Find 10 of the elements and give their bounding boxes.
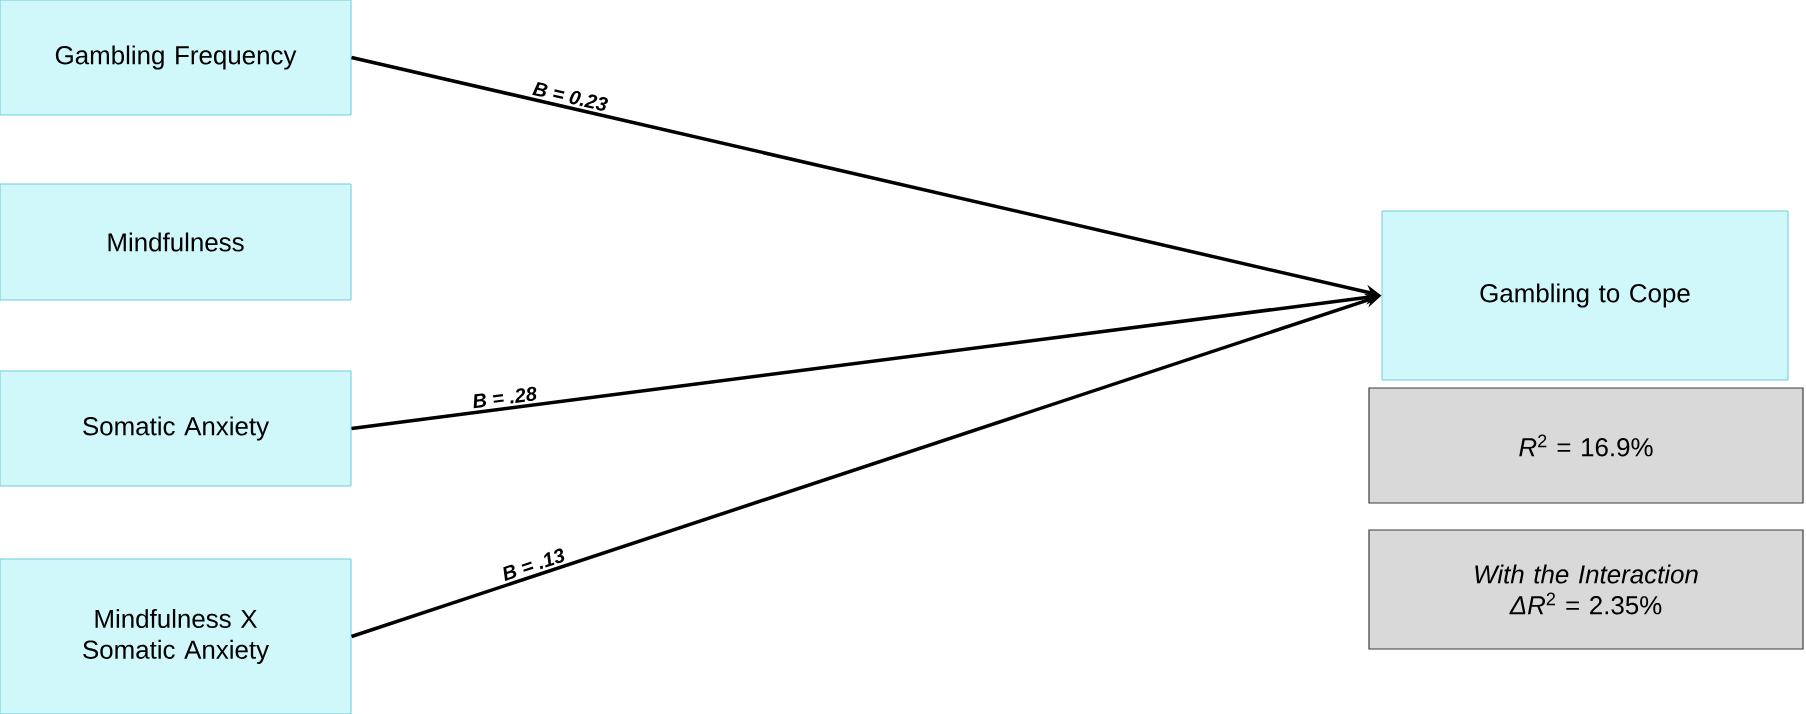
edge-label: B = .13: [503, 548, 565, 581]
variable-box: Mindfulness X Somatic Anxiety: [0, 558, 352, 714]
variable-box: Gambling Frequency: [0, 0, 352, 116]
edge-label: B = .28: [473, 386, 537, 409]
variable-box: Gambling to Cope: [1381, 210, 1789, 381]
edge-label: B = 0.23: [532, 82, 608, 111]
variable-box: Mindfulness: [0, 183, 352, 301]
variable-box: Somatic Anxiety: [0, 370, 352, 487]
result-box: With the Interaction ΔR$^{2}$ = 2.35%: [1368, 529, 1804, 650]
result-box: R$^{2}$ = 16.9%: [1368, 387, 1804, 504]
